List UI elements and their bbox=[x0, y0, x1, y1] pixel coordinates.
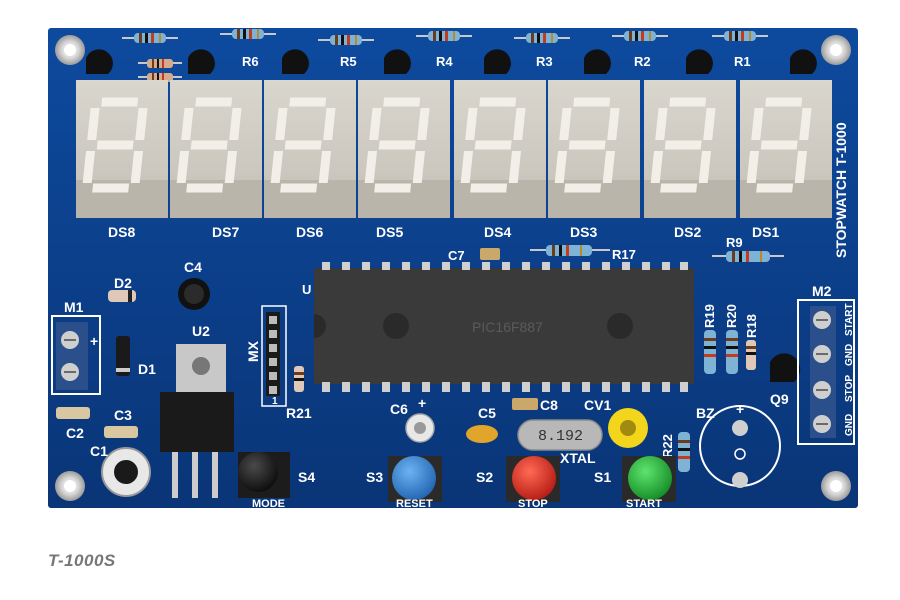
label-c4: C4 bbox=[184, 259, 202, 275]
stop-button[interactable] bbox=[506, 456, 560, 502]
label-m1-plus: + bbox=[90, 333, 98, 349]
mounting-holes bbox=[55, 35, 851, 501]
label-mode: MODE bbox=[252, 498, 285, 510]
terminal-m1 bbox=[51, 315, 101, 395]
m2-pin-gnd1: GND bbox=[844, 344, 855, 366]
product-caption: T-1000S bbox=[48, 551, 116, 570]
buzzer bbox=[699, 405, 781, 488]
label-ds3: DS3 bbox=[570, 224, 597, 240]
label-ds6: DS6 bbox=[296, 224, 323, 240]
label-cv1: CV1 bbox=[584, 397, 611, 413]
label-ds7: DS7 bbox=[212, 224, 239, 240]
label-ds1: DS1 bbox=[752, 224, 779, 240]
reset-button[interactable] bbox=[388, 456, 442, 502]
mid-components bbox=[480, 245, 784, 262]
label-c6-plus: + bbox=[418, 395, 426, 411]
mode-button[interactable] bbox=[238, 452, 290, 498]
right-components bbox=[678, 330, 801, 472]
label-ds4: DS4 bbox=[484, 224, 511, 240]
label-bz: BZ bbox=[696, 405, 715, 421]
label-r19: R19 bbox=[702, 304, 717, 328]
label-r22: R22 bbox=[660, 434, 675, 458]
label-c2: C2 bbox=[66, 425, 84, 441]
label-r9: R9 bbox=[726, 235, 743, 250]
label-d1: D1 bbox=[138, 361, 156, 377]
label-c7: C7 bbox=[448, 248, 465, 263]
label-pin1: 1 bbox=[272, 396, 278, 407]
label-s3: S3 bbox=[366, 469, 383, 485]
terminal-m2 bbox=[797, 299, 855, 445]
label-r21: R21 bbox=[286, 405, 312, 421]
label-start: START bbox=[626, 498, 662, 510]
label-r6: R6 bbox=[242, 54, 259, 69]
label-u2: U2 bbox=[192, 323, 210, 339]
power-components bbox=[56, 278, 210, 497]
label-r4: R4 bbox=[436, 54, 453, 69]
crystal-value: 8.192 bbox=[538, 428, 583, 445]
label-mx: MX bbox=[245, 340, 261, 362]
label-s4: S4 bbox=[298, 469, 315, 485]
label-d2: D2 bbox=[114, 275, 132, 291]
label-r2: R2 bbox=[634, 54, 651, 69]
start-button[interactable] bbox=[622, 456, 676, 502]
m2-pin-gnd2: GND bbox=[844, 414, 855, 436]
main-ic bbox=[314, 262, 694, 392]
label-r20: R20 bbox=[724, 304, 739, 328]
label-c1: C1 bbox=[90, 443, 108, 459]
label-s2: S2 bbox=[476, 469, 493, 485]
seven-segment-displays bbox=[76, 80, 832, 218]
label-xtal: XTAL bbox=[560, 450, 596, 466]
label-q9: Q9 bbox=[770, 391, 789, 407]
label-stop: STOP bbox=[518, 498, 548, 510]
top-transistors bbox=[86, 49, 817, 74]
top-resistor-labels: R6 R5 R4 R3 R2 R1 bbox=[242, 54, 751, 69]
display-labels: DS8 DS7 DS6 DS5 DS4 DS3 DS2 DS1 bbox=[108, 224, 779, 240]
top-resistor-row bbox=[122, 29, 768, 82]
label-ds2: DS2 bbox=[674, 224, 701, 240]
board-title: STOPWATCH T-1000 bbox=[833, 122, 849, 258]
label-r18: R18 bbox=[744, 314, 759, 338]
label-r1: R1 bbox=[734, 54, 751, 69]
label-m1: M1 bbox=[64, 299, 84, 315]
ic-part-label: PIC16F887 bbox=[472, 319, 543, 335]
m2-pin-start: START bbox=[844, 303, 855, 336]
label-bz-plus: + bbox=[736, 401, 744, 417]
label-ds8: DS8 bbox=[108, 224, 135, 240]
label-s1: S1 bbox=[594, 469, 611, 485]
label-reset: RESET bbox=[396, 498, 433, 510]
label-r5: R5 bbox=[340, 54, 357, 69]
label-c6: C6 bbox=[390, 401, 408, 417]
timing-components bbox=[405, 398, 648, 451]
regulator-u2 bbox=[160, 344, 234, 498]
m2-pin-stop: STOP bbox=[844, 375, 855, 402]
label-u: U bbox=[302, 282, 311, 297]
label-ds5: DS5 bbox=[376, 224, 403, 240]
label-r3: R3 bbox=[536, 54, 553, 69]
label-c8: C8 bbox=[540, 397, 558, 413]
label-c5: C5 bbox=[478, 405, 496, 421]
label-c3: C3 bbox=[114, 407, 132, 423]
ic-pins-top bbox=[322, 262, 688, 270]
label-m2: M2 bbox=[812, 283, 832, 299]
ic-pins-bottom bbox=[322, 382, 688, 392]
header-mx bbox=[261, 305, 304, 407]
label-r17: R17 bbox=[612, 247, 636, 262]
